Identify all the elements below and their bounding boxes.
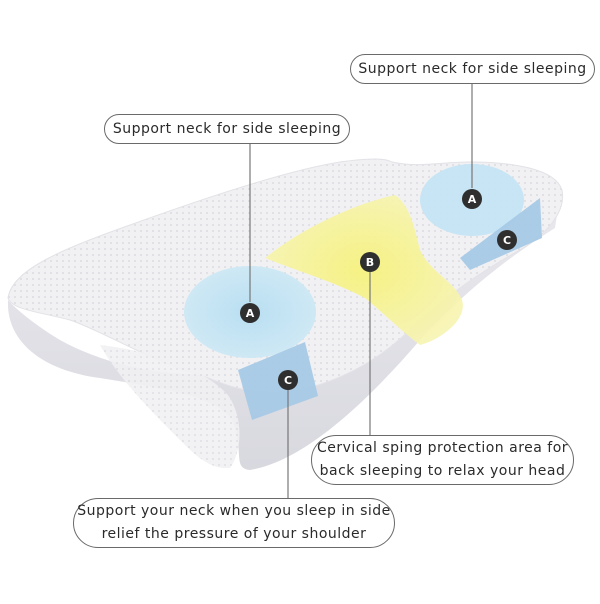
callout-top-right: Support neck for side sleeping — [350, 54, 595, 84]
zone-c-left-area — [238, 342, 318, 420]
marker-c-left-label: C — [284, 374, 292, 387]
marker-b-center: B — [360, 252, 380, 272]
marker-b-center-label: B — [366, 256, 374, 269]
marker-a-right: A — [462, 189, 482, 209]
callout-left-text: Support neck for side sleeping — [112, 120, 342, 137]
callout-bottom-line1: Support your neck when you sleep in side — [77, 503, 391, 519]
marker-c-left: C — [278, 370, 298, 390]
marker-c-right: C — [497, 230, 517, 250]
marker-a-left-label: A — [246, 307, 255, 320]
marker-a-right-label: A — [468, 193, 477, 206]
callout-center-line2: back sleeping to relax your head — [319, 463, 566, 479]
callout-center: Cervical sping protection area for back … — [311, 435, 574, 485]
pillow-front-face — [100, 345, 240, 469]
callout-center-line1: Cervical sping protection area for — [316, 440, 569, 456]
callout-left: Support neck for side sleeping — [104, 114, 350, 144]
callout-bottom: Support your neck when you sleep in side… — [73, 498, 395, 548]
pillow-side-face — [7, 195, 561, 470]
zone-b-area — [265, 195, 463, 345]
callout-bottom-line2: relief the pressure of your shoulder — [101, 526, 367, 542]
marker-a-left: A — [240, 303, 260, 323]
marker-c-right-label: C — [503, 234, 511, 247]
callout-top-right-text: Support neck for side sleeping — [358, 60, 587, 77]
